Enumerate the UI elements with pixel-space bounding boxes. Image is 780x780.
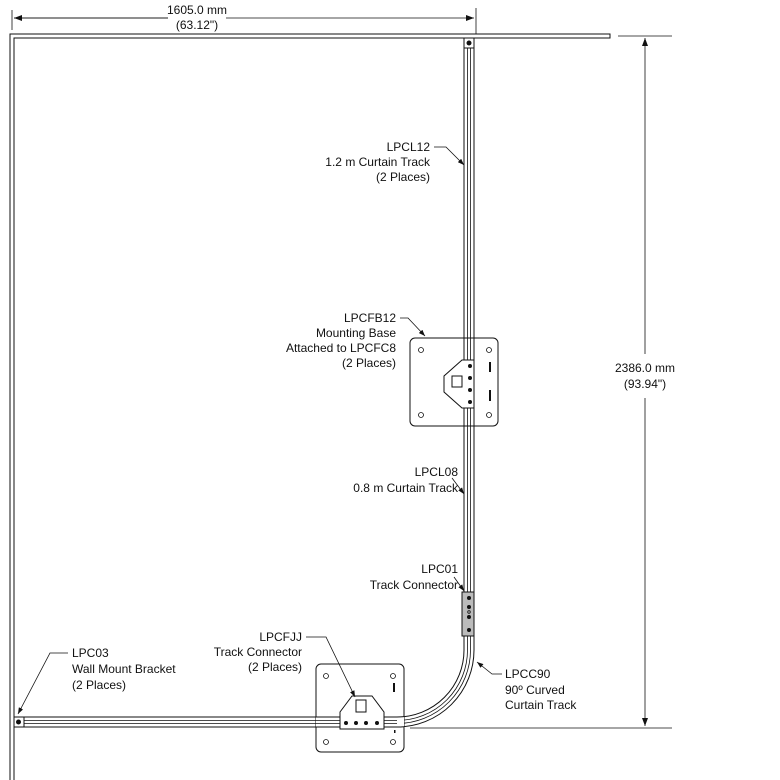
svg-text:(2 Places): (2 Places)	[248, 660, 302, 674]
svg-text:LPC03: LPC03	[72, 646, 109, 660]
svg-text:1.2 m Curtain Track: 1.2 m Curtain Track	[325, 155, 431, 169]
label-lpc03: LPC03 Wall Mount Bracket (2 Places)	[17, 646, 176, 715]
svg-text:Mounting Base: Mounting Base	[316, 326, 396, 340]
ceiling-wall	[9, 33, 611, 780]
svg-text:Track Connector: Track Connector	[214, 645, 302, 659]
svg-text:90º Curved: 90º Curved	[505, 683, 565, 697]
height-dimension: 2386.0 mm (93.94")	[410, 35, 675, 729]
svg-text:LPC01: LPC01	[421, 562, 458, 576]
svg-text:(2 Places): (2 Places)	[72, 678, 126, 692]
svg-text:LPCL08: LPCL08	[415, 465, 459, 479]
mounting-base-lower	[315, 663, 405, 753]
svg-text:LPCFB12: LPCFB12	[344, 311, 396, 325]
svg-text:0.8 m Curtain Track: 0.8 m Curtain Track	[353, 481, 459, 495]
label-lpcfb12: LPCFB12 Mounting Base Attached to LPCFC8…	[286, 311, 426, 370]
curved-curtain-track	[396, 636, 475, 728]
height-inch: (93.94")	[624, 377, 666, 391]
label-lpcfjj: LPCFJJ Track Connector (2 Places)	[214, 630, 356, 698]
svg-text:LPCL12: LPCL12	[387, 140, 431, 154]
svg-text:Curtain Track: Curtain Track	[505, 698, 577, 712]
width-dimension: 1605.0 mm (63.12")	[11, 3, 477, 34]
mounting-base-upper	[409, 337, 499, 427]
svg-text:(2 Places): (2 Places)	[342, 356, 396, 370]
label-lpc01: LPC01 Track Connector	[370, 562, 465, 592]
svg-text:Attached to LPCFC8: Attached to LPCFC8	[286, 341, 396, 355]
svg-text:Track Connector: Track Connector	[370, 578, 458, 592]
svg-text:LPCFJJ: LPCFJJ	[259, 630, 302, 644]
track-connector-lpc01	[461, 591, 475, 637]
width-inch: (63.12")	[176, 18, 218, 32]
vertical-curtain-track	[463, 37, 475, 637]
label-lpcl12: LPCL12 1.2 m Curtain Track (2 Places)	[325, 140, 465, 184]
height-mm: 2386.0 mm	[615, 361, 675, 375]
width-mm: 1605.0 mm	[167, 3, 227, 17]
svg-text:LPCC90: LPCC90	[505, 667, 551, 681]
svg-text:Wall Mount Bracket: Wall Mount Bracket	[72, 662, 176, 676]
label-lpcl08: LPCL08 0.8 m Curtain Track	[353, 465, 465, 495]
label-lpcc90: LPCC90 90º Curved Curtain Track	[476, 661, 577, 712]
svg-text:(2 Places): (2 Places)	[376, 170, 430, 184]
